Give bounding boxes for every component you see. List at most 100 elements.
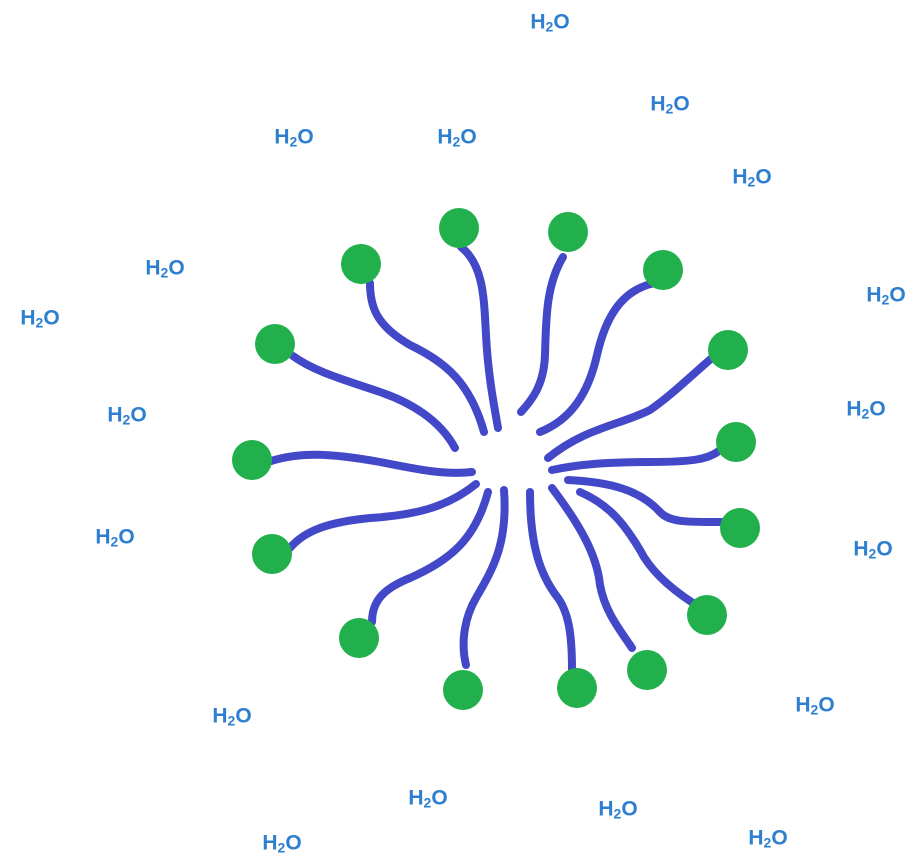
water-label-subscript: 2 [35,314,44,331]
water-label-prefix: H [853,537,869,561]
water-label-prefix: H [20,306,36,330]
tails-group [267,243,727,674]
water-label-suffix: O [755,165,772,189]
water-molecule-label: H2O [145,256,185,281]
water-molecule-label: H2O [20,306,60,331]
water-label-prefix: H [846,397,862,421]
hydrophilic-head-14 [255,324,295,364]
water-label-suffix: O [285,831,302,855]
water-molecule-label: H2O [437,125,477,150]
hydrophobic-tail-11 [368,488,492,626]
water-label-prefix: H [95,525,111,549]
water-label-suffix: O [869,397,886,421]
water-label-suffix: O [118,525,135,549]
water-molecule-label: H2O [530,10,570,35]
hydrophobic-tail-9 [526,488,576,674]
hydrophilic-head-3 [643,250,683,290]
water-label-subscript: 2 [277,839,286,855]
water-molecule-label: H2O [748,826,787,851]
water-molecule-label: H2O [107,403,147,428]
water-label-suffix: O [43,306,60,330]
hydrophobic-tail-2 [517,253,567,416]
water-label-subscript: 2 [763,834,772,851]
water-molecule-label: H2O [866,283,906,308]
water-label-subscript: 2 [289,133,298,150]
water-label-suffix: O [553,10,570,34]
water-label-subscript: 2 [452,133,461,150]
water-label-subscript: 2 [423,794,432,811]
hydrophobic-tail-1 [457,243,502,432]
water-label-subscript: 2 [110,533,119,550]
water-label-subscript: 2 [160,264,169,281]
water-label-suffix: O [168,256,185,280]
water-label-prefix: H [274,125,290,149]
water-label-prefix: H [732,165,748,189]
hydrophobic-tail-5 [548,443,727,474]
water-molecule-label: H2O [598,797,637,822]
water-label-suffix: O [431,786,448,810]
hydrophobic-tail-6 [564,476,726,527]
hydrophilic-head-9 [557,668,597,708]
water-label-subscript: 2 [747,173,756,190]
heads-group [232,208,760,710]
water-label-suffix: O [673,92,690,116]
water-label-prefix: H [107,403,123,427]
water-label-subscript: 2 [545,18,554,35]
water-molecule-label: H2O [212,704,252,729]
hydrophilic-head-2 [548,212,588,252]
water-label-subscript: 2 [227,712,236,729]
water-molecule-label: H2O [846,397,886,422]
hydrophobic-tail-8 [548,484,636,652]
water-label-subscript: 2 [868,545,877,562]
hydrophilic-head-6 [720,508,760,548]
water-molecule-label: H2O [274,125,314,150]
water-molecule-label: H2O [650,92,690,117]
hydrophobic-tail-7 [576,488,697,607]
water-label-prefix: H [212,704,228,728]
hydrophilic-head-7 [687,595,727,635]
water-label-subscript: 2 [613,805,622,822]
water-label-prefix: H [408,786,424,810]
water-label-suffix: O [818,693,835,717]
hydrophobic-tail-12 [286,480,480,552]
water-label-prefix: H [262,831,278,855]
hydrophilic-head-15 [341,244,381,284]
water-label-suffix: O [460,125,477,149]
hydrophilic-head-4 [708,330,748,370]
hydrophobic-tail-3 [536,279,659,436]
water-label-subscript: 2 [861,405,870,422]
water-label-prefix: H [748,826,764,850]
water-label-suffix: O [235,704,252,728]
water-label-prefix: H [866,283,882,307]
water-molecule-label: H2O [853,537,893,562]
water-label-suffix: O [297,125,314,149]
water-label-subscript: 2 [122,411,131,428]
water-label-subscript: 2 [665,100,674,117]
water-label-suffix: O [876,537,893,561]
water-label-subscript: 2 [810,701,819,718]
water-molecule-label: H2O [262,831,302,855]
hydrophilic-head-5 [716,422,756,462]
hydrophilic-head-13 [232,440,272,480]
water-molecule-label: H2O [95,525,135,550]
water-label-suffix: O [130,403,147,427]
hydrophilic-head-11 [339,618,379,658]
hydrophobic-tail-4 [544,354,716,462]
hydrophilic-head-10 [443,670,483,710]
water-molecule-label: H2O [732,165,772,190]
hydrophobic-tail-13 [267,450,476,477]
water-label-subscript: 2 [881,291,890,308]
water-label-prefix: H [795,693,811,717]
hydrophilic-head-8 [627,650,667,690]
water-label-prefix: H [145,256,161,280]
water-label-prefix: H [530,10,546,34]
water-molecule-label: H2O [408,786,448,811]
water-label-prefix: H [437,125,453,149]
hydrophobic-tail-14 [289,352,459,452]
hydrophilic-head-12 [252,534,292,574]
water-label-suffix: O [889,283,906,307]
water-label-prefix: H [598,797,614,821]
water-molecule-label: H2O [795,693,835,718]
